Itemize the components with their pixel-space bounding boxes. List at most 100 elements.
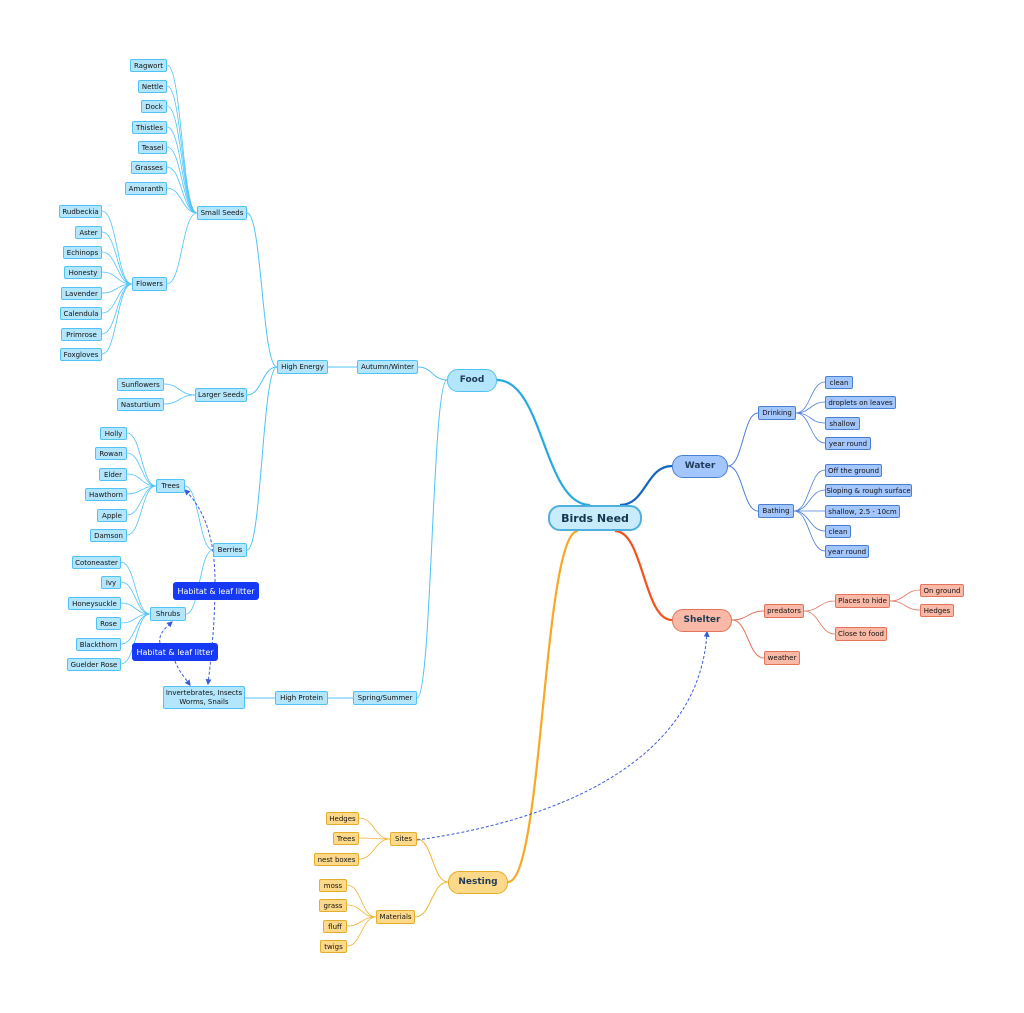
larger-seed-item[interactable]: Sunflowers [117,378,164,391]
small-seed-link [166,146,198,214]
material-item[interactable]: fluff [323,920,347,933]
site-item[interactable]: Trees [333,832,359,845]
bathing-item[interactable]: clean [825,525,851,538]
flower-item[interactable]: Calendula [60,307,102,320]
tree-item[interactable]: Rowan [95,447,127,460]
predators-close-link [803,610,836,635]
larger-seed-item[interactable]: Nasturtium [117,398,164,411]
shrubs-node[interactable]: Shrubs [150,607,186,621]
bathing-node[interactable]: Bathing [758,504,794,518]
bathing-item[interactable]: year round [825,545,869,558]
hide-item[interactable]: On ground [920,584,964,597]
root-node[interactable]: Birds Need [548,505,642,531]
trees-node[interactable]: Trees [156,479,185,493]
bathing-item[interactable]: Sloping & rough surface [825,484,912,497]
habitat-callout[interactable]: Habitat & leaf litter [132,643,218,661]
flowers-node[interactable]: Flowers [132,277,167,291]
autumn-winter-node[interactable]: Autumn/Winter [357,360,418,374]
invertebrates-node[interactable]: Invertebrates, Insects Worms, Snails [163,686,245,709]
small-seed-item[interactable]: Ragwort [130,59,167,72]
flower-item[interactable]: Rudbeckia [59,205,102,218]
larger-seed-link [163,394,196,405]
places-to-hide-node[interactable]: Places to hide [835,594,890,608]
drinking-item[interactable]: year round [825,437,871,450]
tree-item[interactable]: Elder [99,468,127,481]
nesting-branch [507,529,579,884]
sites-node[interactable]: Sites [390,832,417,846]
energy-largerseeds-link [246,366,278,396]
material-item[interactable]: moss [319,879,347,892]
bathing-item[interactable]: Off the ground [825,464,882,477]
berries-node[interactable]: Berries [213,543,247,557]
material-link [346,916,377,947]
hide-item[interactable]: Hedges [920,604,954,617]
drinking-link [795,401,826,414]
sites-shelter-arrow [416,630,710,841]
flower-item[interactable]: Lavender [61,287,102,300]
tree-item[interactable]: Damson [90,529,127,542]
high-protein-node[interactable]: High Protein [275,691,328,705]
nesting-node[interactable]: Nesting [448,871,508,894]
flower-item[interactable]: Echinops [63,246,102,259]
habitat2-to-invert-arrow [174,660,191,686]
drinking-link [795,412,826,444]
material-item[interactable]: grass [319,899,347,912]
drinking-node[interactable]: Drinking [758,406,796,420]
food-node[interactable]: Food [447,369,497,392]
small-seeds-node[interactable]: Small Seeds [197,206,247,220]
drinking-item[interactable]: shallow [825,417,860,430]
shrub-item[interactable]: Guelder Rose [67,658,121,671]
habitat-callout[interactable]: Habitat & leaf litter [173,582,259,600]
bathing-link [793,489,826,512]
small-seed-item[interactable]: Dock [141,100,167,113]
drinking-item[interactable]: droplets on leaves [825,396,896,409]
water-node[interactable]: Water [672,455,728,478]
flower-item[interactable]: Aster [75,226,102,239]
materials-node[interactable]: Materials [376,910,415,924]
flower-item[interactable]: Foxgloves [60,348,102,361]
energy-berries-link [246,366,278,551]
weather-node[interactable]: weather [764,651,800,665]
shrub-link [120,602,151,615]
material-item[interactable]: twigs [320,940,347,953]
tree-item[interactable]: Hawthorn [85,488,127,501]
drinking-item[interactable]: clean [825,376,853,389]
tree-item[interactable]: Holly [100,427,127,440]
bathing-link [793,510,826,532]
small-seed-link [166,85,198,214]
site-item[interactable]: Hedges [326,812,359,825]
berries-trees-link [184,485,214,551]
spring-summer-node[interactable]: Spring/Summer [353,691,417,705]
small-seed-item[interactable]: Thistles [132,121,167,134]
high-energy-node[interactable]: High Energy [277,360,328,374]
shrub-item[interactable]: Rose [96,617,121,630]
small-seed-item[interactable]: Teasel [138,141,167,154]
habitat-to-trees-arrow [184,489,216,583]
shelter-branch [614,529,673,622]
site-item[interactable]: nest boxes [314,853,359,866]
shrub-item[interactable]: Honeysuckle [68,597,121,610]
shelter-node[interactable]: Shelter [672,609,732,632]
tree-item[interactable]: Apple [97,509,127,522]
hide-link [889,589,921,602]
water-bathing-link [727,465,759,512]
site-link [358,838,391,860]
food-autumn-link [417,366,448,381]
shrub-item[interactable]: Ivy [101,576,121,589]
small-seed-item[interactable]: Nettle [138,80,167,93]
small-seed-link [166,166,198,214]
flower-item[interactable]: Primrose [61,328,102,341]
flower-item[interactable]: Honesty [64,266,102,279]
small-seed-item[interactable]: Grasses [131,161,167,174]
larger-seeds-node[interactable]: Larger Seeds [195,388,247,402]
shelter-weather-link [731,619,765,659]
small-seed-item[interactable]: Amaranth [125,182,167,195]
bathing-item[interactable]: shallow, 2.5 - 10cm [825,505,900,518]
shrub-item[interactable]: Blackthorn [76,638,121,651]
predators-node[interactable]: predators [764,604,804,618]
close-to-food-node[interactable]: Close to food [835,627,887,641]
small-seed-link [166,64,198,214]
shrub-item[interactable]: Cotoneaster [72,556,121,569]
